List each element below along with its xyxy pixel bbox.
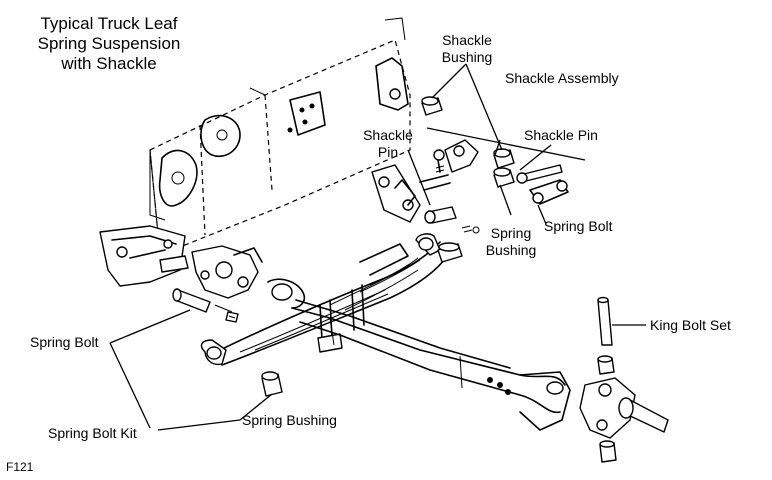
knuckle-upper	[191, 245, 263, 299]
steering-knuckle-right	[579, 377, 669, 439]
shackle-bushing-top	[421, 96, 443, 116]
spring-hanger-bracket	[371, 164, 480, 234]
frame-rail	[149, 17, 411, 256]
label-shackle-assembly: Shackle Assembly	[505, 70, 619, 86]
label-spring-bushing-center: Spring Bushing	[485, 225, 537, 258]
label-shackle-bushing: Shackle Bushing	[441, 32, 493, 65]
label-shackle-pin-right: Shackle Pin	[524, 127, 598, 143]
spring-bolt-left-part	[172, 288, 239, 323]
label-spring-bushing-bottom: Spring Bushing	[242, 412, 337, 428]
frame-hanger	[375, 57, 409, 111]
king-bolt-set-parts	[597, 296, 617, 463]
label-shackle-pin-left: Shackle Pin	[363, 127, 413, 160]
figure-code: F121	[6, 460, 34, 474]
label-spring-bolt-right: Spring Bolt	[544, 218, 613, 234]
label-spring-bolt-kit: Spring Bolt Kit	[48, 425, 137, 441]
front-axle-beam	[267, 278, 571, 431]
label-spring-bolt-left: Spring Bolt	[30, 334, 99, 350]
spring-bushing-bottom-part	[261, 371, 283, 397]
shackle-plate	[433, 139, 479, 173]
diagram-title: Typical Truck Leaf Spring Suspension wit…	[37, 14, 181, 73]
spring-bushing-center-part	[437, 242, 463, 263]
front-spring-bracket	[99, 225, 189, 287]
shackle-assembly-parts	[493, 148, 569, 205]
leaf-spring	[200, 233, 451, 366]
leader-lines	[109, 63, 646, 431]
label-king-bolt-set: King Bolt Set	[650, 317, 731, 333]
